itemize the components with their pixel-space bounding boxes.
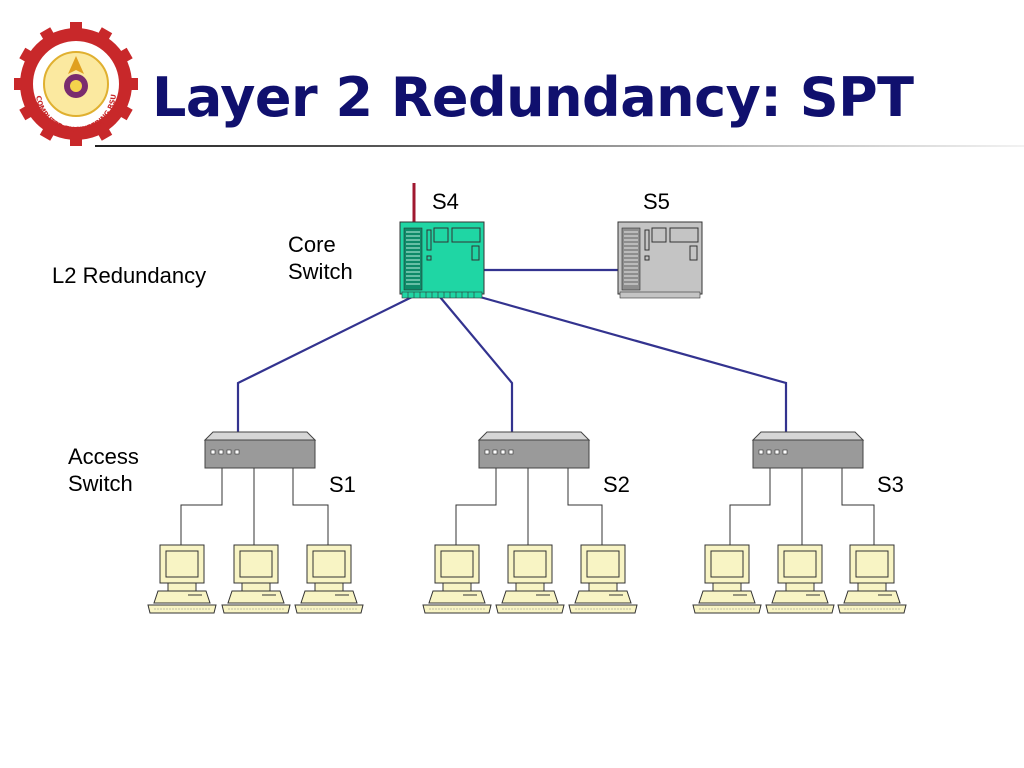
workstation: [221, 544, 291, 614]
workstation: [568, 544, 638, 614]
core-switch-label-line1: Core: [288, 232, 336, 257]
core-switch-label-line2: Switch: [288, 259, 353, 284]
switch-label-s4: S4: [432, 189, 459, 214]
l2-redundancy-label: L2 Redundancy: [52, 263, 207, 288]
page-title: Layer 2 Redundancy: SPT: [152, 66, 914, 129]
access-switch-s1: [204, 431, 316, 469]
access-switch-label-line1: Access: [68, 444, 139, 469]
access-switch-s2: [478, 431, 590, 469]
gear-logo-icon: COMPUTER ENGINEERING RSU: [14, 22, 138, 146]
switch-label-s2: S2: [603, 472, 630, 497]
link-s4-s2: [439, 296, 514, 432]
workstation: [765, 544, 835, 614]
link-s4-s1: [236, 296, 413, 432]
access-switch-label-line2: Switch: [68, 471, 133, 496]
workstation: [147, 544, 217, 614]
core-switch-s4: [399, 221, 485, 299]
workstation-links: [180, 468, 875, 545]
backup-switch-s5: [617, 221, 703, 299]
access-switch-s3: [752, 431, 864, 469]
core-links: [236, 268, 788, 432]
university-logo: COMPUTER ENGINEERING RSU: [14, 22, 138, 146]
title-divider: [95, 145, 1024, 147]
workstation: [422, 544, 492, 614]
switch-label-s3: S3: [877, 472, 904, 497]
workstation: [294, 544, 364, 614]
workstation: [692, 544, 762, 614]
workstation: [837, 544, 907, 614]
link-s4-s3: [479, 295, 788, 432]
workstation: [495, 544, 565, 614]
switch-label-s1: S1: [329, 472, 356, 497]
switch-label-s5: S5: [643, 189, 670, 214]
